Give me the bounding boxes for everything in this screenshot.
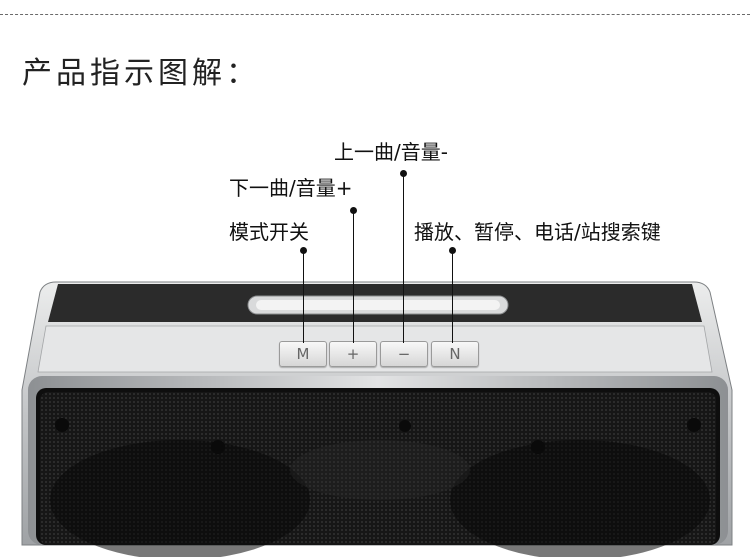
- volume-down-button[interactable]: −: [380, 341, 428, 367]
- mode-button[interactable]: M: [279, 341, 327, 367]
- leader-dot-mode: [300, 247, 307, 254]
- leader-line-mode: [303, 251, 304, 343]
- leader-line-volume-down: [403, 174, 404, 343]
- callout-next-volume-down: 上一曲/音量-: [334, 140, 448, 164]
- leader-line-play-pause: [452, 251, 453, 343]
- leader-line-volume-up: [353, 211, 354, 343]
- callout-mode-switch: 模式开关: [229, 220, 309, 244]
- page-title: 产品指示图解：: [22, 56, 260, 91]
- leader-dot-volume-up: [350, 207, 357, 214]
- leader-dot-volume-down: [400, 170, 407, 177]
- callout-prev-volume-up: 下一曲/音量+: [229, 176, 353, 200]
- callout-play-pause-call: 播放、暂停、电话/站搜索键: [414, 220, 661, 244]
- play-pause-button[interactable]: N: [431, 341, 479, 367]
- top-dashed-divider: [0, 14, 750, 15]
- volume-up-button[interactable]: +: [329, 341, 377, 367]
- leader-dot-play-pause: [449, 247, 456, 254]
